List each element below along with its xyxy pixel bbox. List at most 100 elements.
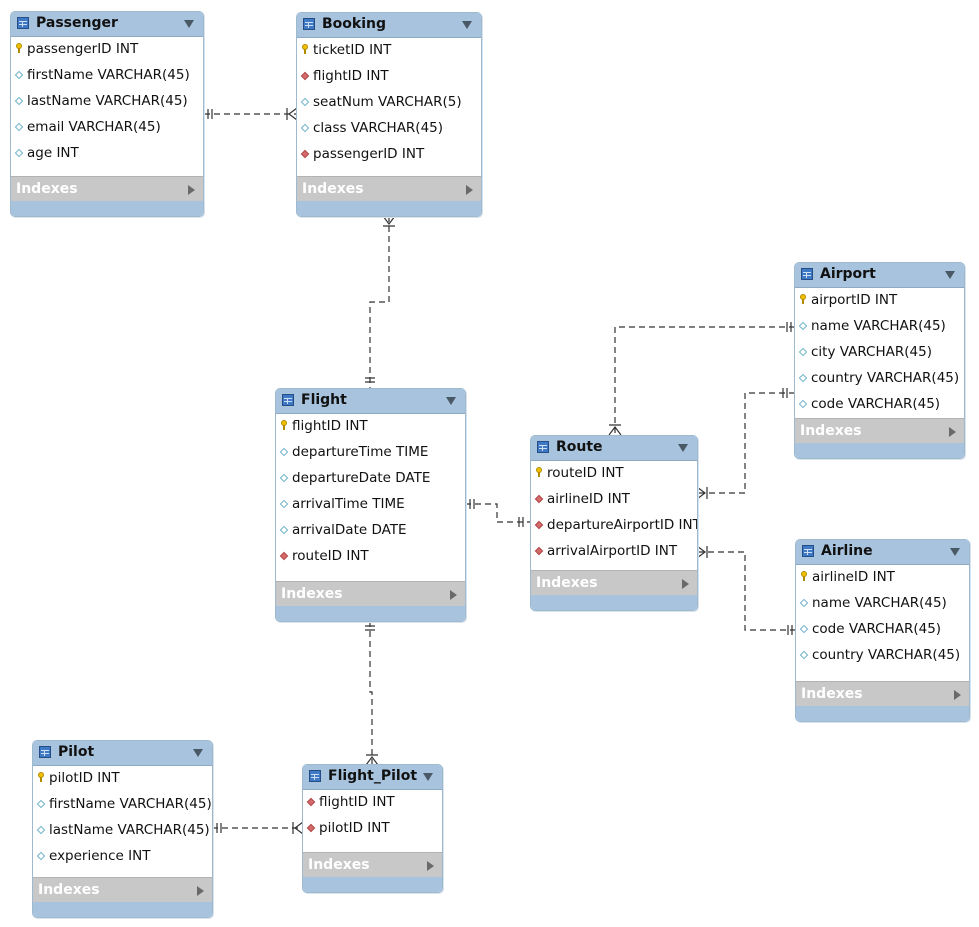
column-row[interactable]: seatNum VARCHAR(5) [297,92,481,118]
column-row[interactable]: flightID INT [303,792,442,818]
indexes-label: Indexes [800,423,862,439]
attribute-icon [799,650,809,660]
column-row[interactable]: country VARCHAR(45) [795,368,964,394]
attribute-icon [14,70,24,80]
column-row[interactable]: passengerID INT [11,39,203,65]
column-row[interactable]: ticketID INT [297,40,481,66]
column-row[interactable]: flightID INT [276,416,465,442]
column-row[interactable]: passengerID INT [297,144,481,170]
column-row[interactable]: flightID INT [297,66,481,92]
attribute-icon [36,799,46,809]
indexes-bar[interactable]: Indexes [531,570,697,596]
column-label: email VARCHAR(45) [27,119,161,135]
collapse-caret-icon[interactable] [678,444,688,452]
foreign-key-icon [279,551,289,561]
entity-title: Flight_Pilot [328,768,418,784]
entity-header[interactable]: Route [531,436,697,461]
entity-header[interactable]: Pilot [33,741,212,766]
column-row[interactable]: routeID INT [276,546,465,572]
indexes-bar[interactable]: Indexes [303,852,442,878]
column-label: firstName VARCHAR(45) [49,796,212,812]
column-row[interactable]: age INT [11,143,203,169]
attribute-icon [279,499,289,509]
column-row[interactable]: airlineID INT [796,567,969,593]
entity-header[interactable]: Passenger [11,12,203,37]
entity-header[interactable]: Flight_Pilot [303,765,442,790]
column-row[interactable]: departureAirportID INT [531,515,697,541]
entity-header[interactable]: Flight [276,389,465,414]
collapse-caret-icon[interactable] [184,20,194,28]
collapse-caret-icon[interactable] [945,271,955,279]
column-row[interactable]: airlineID INT [531,489,697,515]
one-marker [518,517,524,527]
indexes-bar[interactable]: Indexes [33,877,212,903]
column-row[interactable]: experience INT [33,846,212,872]
indexes-bar[interactable]: Indexes [795,418,964,444]
column-row[interactable]: firstName VARCHAR(45) [33,794,212,820]
expand-arrow-icon[interactable] [466,185,473,195]
indexes-section: Indexes [276,581,465,621]
column-label: routeID INT [547,465,624,481]
one-marker [469,499,475,509]
column-row[interactable]: name VARCHAR(45) [796,593,969,619]
entity-airline[interactable]: Airline airlineID INT name VARCHAR(45)code… [795,539,970,722]
entity-header[interactable]: Airline [796,540,969,565]
column-row[interactable]: pilotID INT [33,768,212,794]
collapse-caret-icon[interactable] [950,548,960,556]
column-row[interactable]: lastName VARCHAR(45) [11,91,203,117]
expand-arrow-icon[interactable] [450,590,457,600]
indexes-bar[interactable]: Indexes [796,681,969,707]
column-row[interactable]: arrivalDate DATE [276,520,465,546]
indexes-section: Indexes [303,852,442,892]
entity-header[interactable]: Airport [795,263,964,288]
column-row[interactable]: pilotID INT [303,818,442,844]
expand-arrow-icon[interactable] [682,579,689,589]
column-label: departureTime TIME [292,444,429,460]
expand-arrow-icon[interactable] [949,427,956,437]
expand-arrow-icon[interactable] [427,861,434,871]
column-row[interactable]: country VARCHAR(45) [796,645,969,671]
column-row[interactable]: firstName VARCHAR(45) [11,65,203,91]
attribute-icon [279,447,289,457]
expand-arrow-icon[interactable] [954,690,961,700]
indexes-bar[interactable]: Indexes [11,176,203,202]
column-row[interactable]: code VARCHAR(45) [795,394,964,420]
column-list: pilotID INT firstName VARCHAR(45) lastName… [33,766,212,872]
attribute-icon [798,399,808,409]
column-label: airlineID INT [812,569,895,585]
column-row[interactable]: class VARCHAR(45) [297,118,481,144]
column-row[interactable]: name VARCHAR(45) [795,316,964,342]
column-row[interactable]: departureDate DATE [276,468,465,494]
indexes-bar[interactable]: Indexes [297,176,481,202]
column-list: ticketID INT flightID INT seatNum VARCHAR(… [297,38,481,170]
column-row[interactable]: email VARCHAR(45) [11,117,203,143]
column-label: flightID INT [313,68,389,84]
collapse-caret-icon[interactable] [462,21,472,29]
column-label: class VARCHAR(45) [313,120,444,136]
column-row[interactable]: routeID INT [531,463,697,489]
table-icon [303,18,315,30]
expand-arrow-icon[interactable] [197,886,204,896]
column-row[interactable]: departureTime TIME [276,442,465,468]
column-row[interactable]: arrivalAirportID INT [531,541,697,567]
expand-arrow-icon[interactable] [188,185,195,195]
collapse-caret-icon[interactable] [446,397,456,405]
collapse-caret-icon[interactable] [423,773,433,781]
entity-title: Route [556,439,603,455]
entity-header[interactable]: Booking [297,13,481,38]
column-row[interactable]: city VARCHAR(45) [795,342,964,368]
collapse-caret-icon[interactable] [193,749,203,757]
indexes-bar[interactable]: Indexes [276,581,465,607]
column-row[interactable]: airportID INT [795,290,964,316]
column-row[interactable]: arrivalTime TIME [276,494,465,520]
column-row[interactable]: lastName VARCHAR(45) [33,820,212,846]
column-row[interactable]: code VARCHAR(45) [796,619,969,645]
